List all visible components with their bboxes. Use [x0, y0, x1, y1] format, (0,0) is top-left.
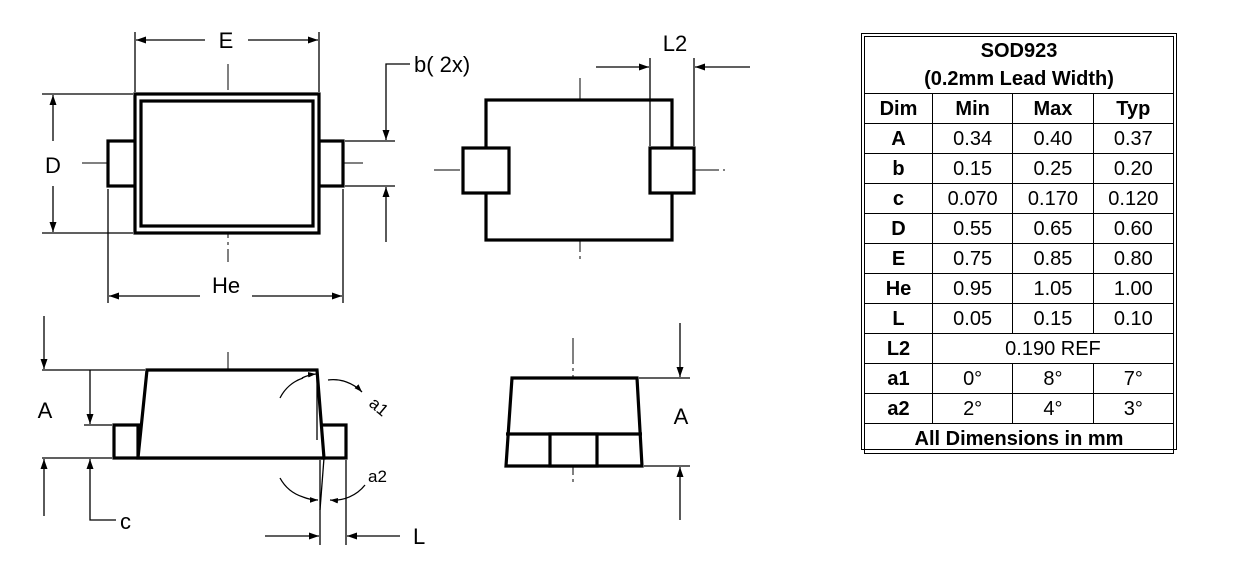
table-row: E 0.75 0.85 0.80	[864, 243, 1175, 274]
table-row: a1 0° 8° 7°	[864, 363, 1175, 394]
row-min: 0.95	[931, 273, 1014, 304]
row-max: 0.85	[1012, 243, 1094, 274]
dimension-table-frame: SOD923 (0.2mm Lead Width) Dim Min Max Ty…	[861, 33, 1177, 454]
table-row-l2: L2 0.190 REF	[864, 333, 1175, 364]
table-row: L 0.05 0.15 0.10	[864, 303, 1175, 334]
row-max: 0.40	[1012, 123, 1094, 154]
package-body-side	[136, 368, 326, 460]
side-view: A c L a1 a2	[38, 316, 425, 549]
row-max: 1.05	[1012, 273, 1094, 304]
row-dim: A	[864, 123, 933, 154]
row-dim: c	[864, 183, 933, 214]
table-row: a2 2° 4° 3°	[864, 393, 1175, 424]
dim-label-b-2x: b( 2x)	[414, 52, 470, 77]
row-min: 0.070	[931, 183, 1014, 214]
row-max: 0.25	[1012, 153, 1094, 184]
angle-label-a2: a2	[368, 467, 387, 486]
dim-label-c: c	[120, 509, 131, 534]
row-max: 4°	[1012, 393, 1094, 424]
row-typ: 0.20	[1092, 153, 1175, 184]
row-typ: 0.120	[1092, 183, 1175, 214]
table-title: SOD923 (0.2mm Lead Width)	[864, 36, 1174, 94]
top-view: E D He b( 2x)	[42, 28, 470, 303]
dim-label-A-end: A	[674, 404, 689, 429]
header-typ: Typ	[1092, 93, 1175, 124]
row-max: 8°	[1012, 363, 1094, 394]
row-max: 0.65	[1012, 213, 1094, 244]
row-ref-value: 0.190 REF	[931, 333, 1175, 364]
dimension-table: SOD923 (0.2mm Lead Width) Dim Min Max Ty…	[864, 36, 1175, 454]
row-dim: a2	[864, 393, 933, 424]
package-body-end	[504, 376, 644, 468]
bottom-view: L2	[434, 31, 750, 262]
row-dim: L2	[864, 333, 933, 364]
row-max: 0.170	[1012, 183, 1094, 214]
row-min: 0.55	[931, 213, 1014, 244]
row-typ: 0.80	[1092, 243, 1175, 274]
header-max: Max	[1012, 93, 1094, 124]
row-typ: 0.37	[1092, 123, 1175, 154]
row-dim: L	[864, 303, 933, 334]
dim-label-L2: L2	[663, 31, 687, 56]
dim-label-A-side: A	[38, 398, 53, 423]
header-min: Min	[931, 93, 1014, 124]
dim-label-E: E	[219, 28, 234, 53]
row-max: 0.15	[1012, 303, 1094, 334]
row-min: 0.34	[931, 123, 1014, 154]
end-lead	[548, 432, 599, 468]
row-dim: D	[864, 213, 933, 244]
table-row: He 0.95 1.05 1.00	[864, 273, 1175, 304]
table-row: A 0.34 0.40 0.37	[864, 123, 1175, 154]
angle-label-a1: a1	[365, 394, 392, 421]
header-dim: Dim	[864, 93, 933, 124]
package-outline	[484, 98, 674, 242]
row-min: 0.05	[931, 303, 1014, 334]
table-title-package: SOD923	[980, 40, 1058, 62]
table-title-lead-width: (0.2mm Lead Width)	[924, 68, 1114, 90]
dim-label-L: L	[413, 524, 425, 549]
table-row: b 0.15 0.25 0.20	[864, 153, 1175, 184]
row-dim: a1	[864, 363, 933, 394]
table-row: D 0.55 0.65 0.60	[864, 213, 1175, 244]
package-outline-drawing: E D He b( 2x) L2	[38, 28, 750, 549]
row-min: 0.75	[931, 243, 1014, 274]
row-dim: He	[864, 273, 933, 304]
end-view: A	[504, 323, 690, 520]
row-typ: 7°	[1092, 363, 1175, 394]
table-footer: All Dimensions in mm	[864, 423, 1174, 454]
left-lead	[106, 139, 138, 188]
row-min: 0.15	[931, 153, 1014, 184]
row-typ: 0.10	[1092, 303, 1175, 334]
row-typ: 3°	[1092, 393, 1175, 424]
row-min: 0°	[931, 363, 1014, 394]
left-pad	[461, 146, 511, 195]
right-lead	[317, 139, 345, 188]
row-dim: E	[864, 243, 933, 274]
table-row: c 0.070 0.170 0.120	[864, 183, 1175, 214]
row-dim: b	[864, 153, 933, 184]
right-pad	[648, 146, 696, 195]
row-typ: 1.00	[1092, 273, 1175, 304]
row-min: 2°	[931, 393, 1014, 424]
dim-label-D: D	[45, 153, 61, 178]
table-header-row: Dim Min Max Typ	[864, 93, 1175, 124]
dim-label-He: He	[212, 273, 240, 298]
row-typ: 0.60	[1092, 213, 1175, 244]
